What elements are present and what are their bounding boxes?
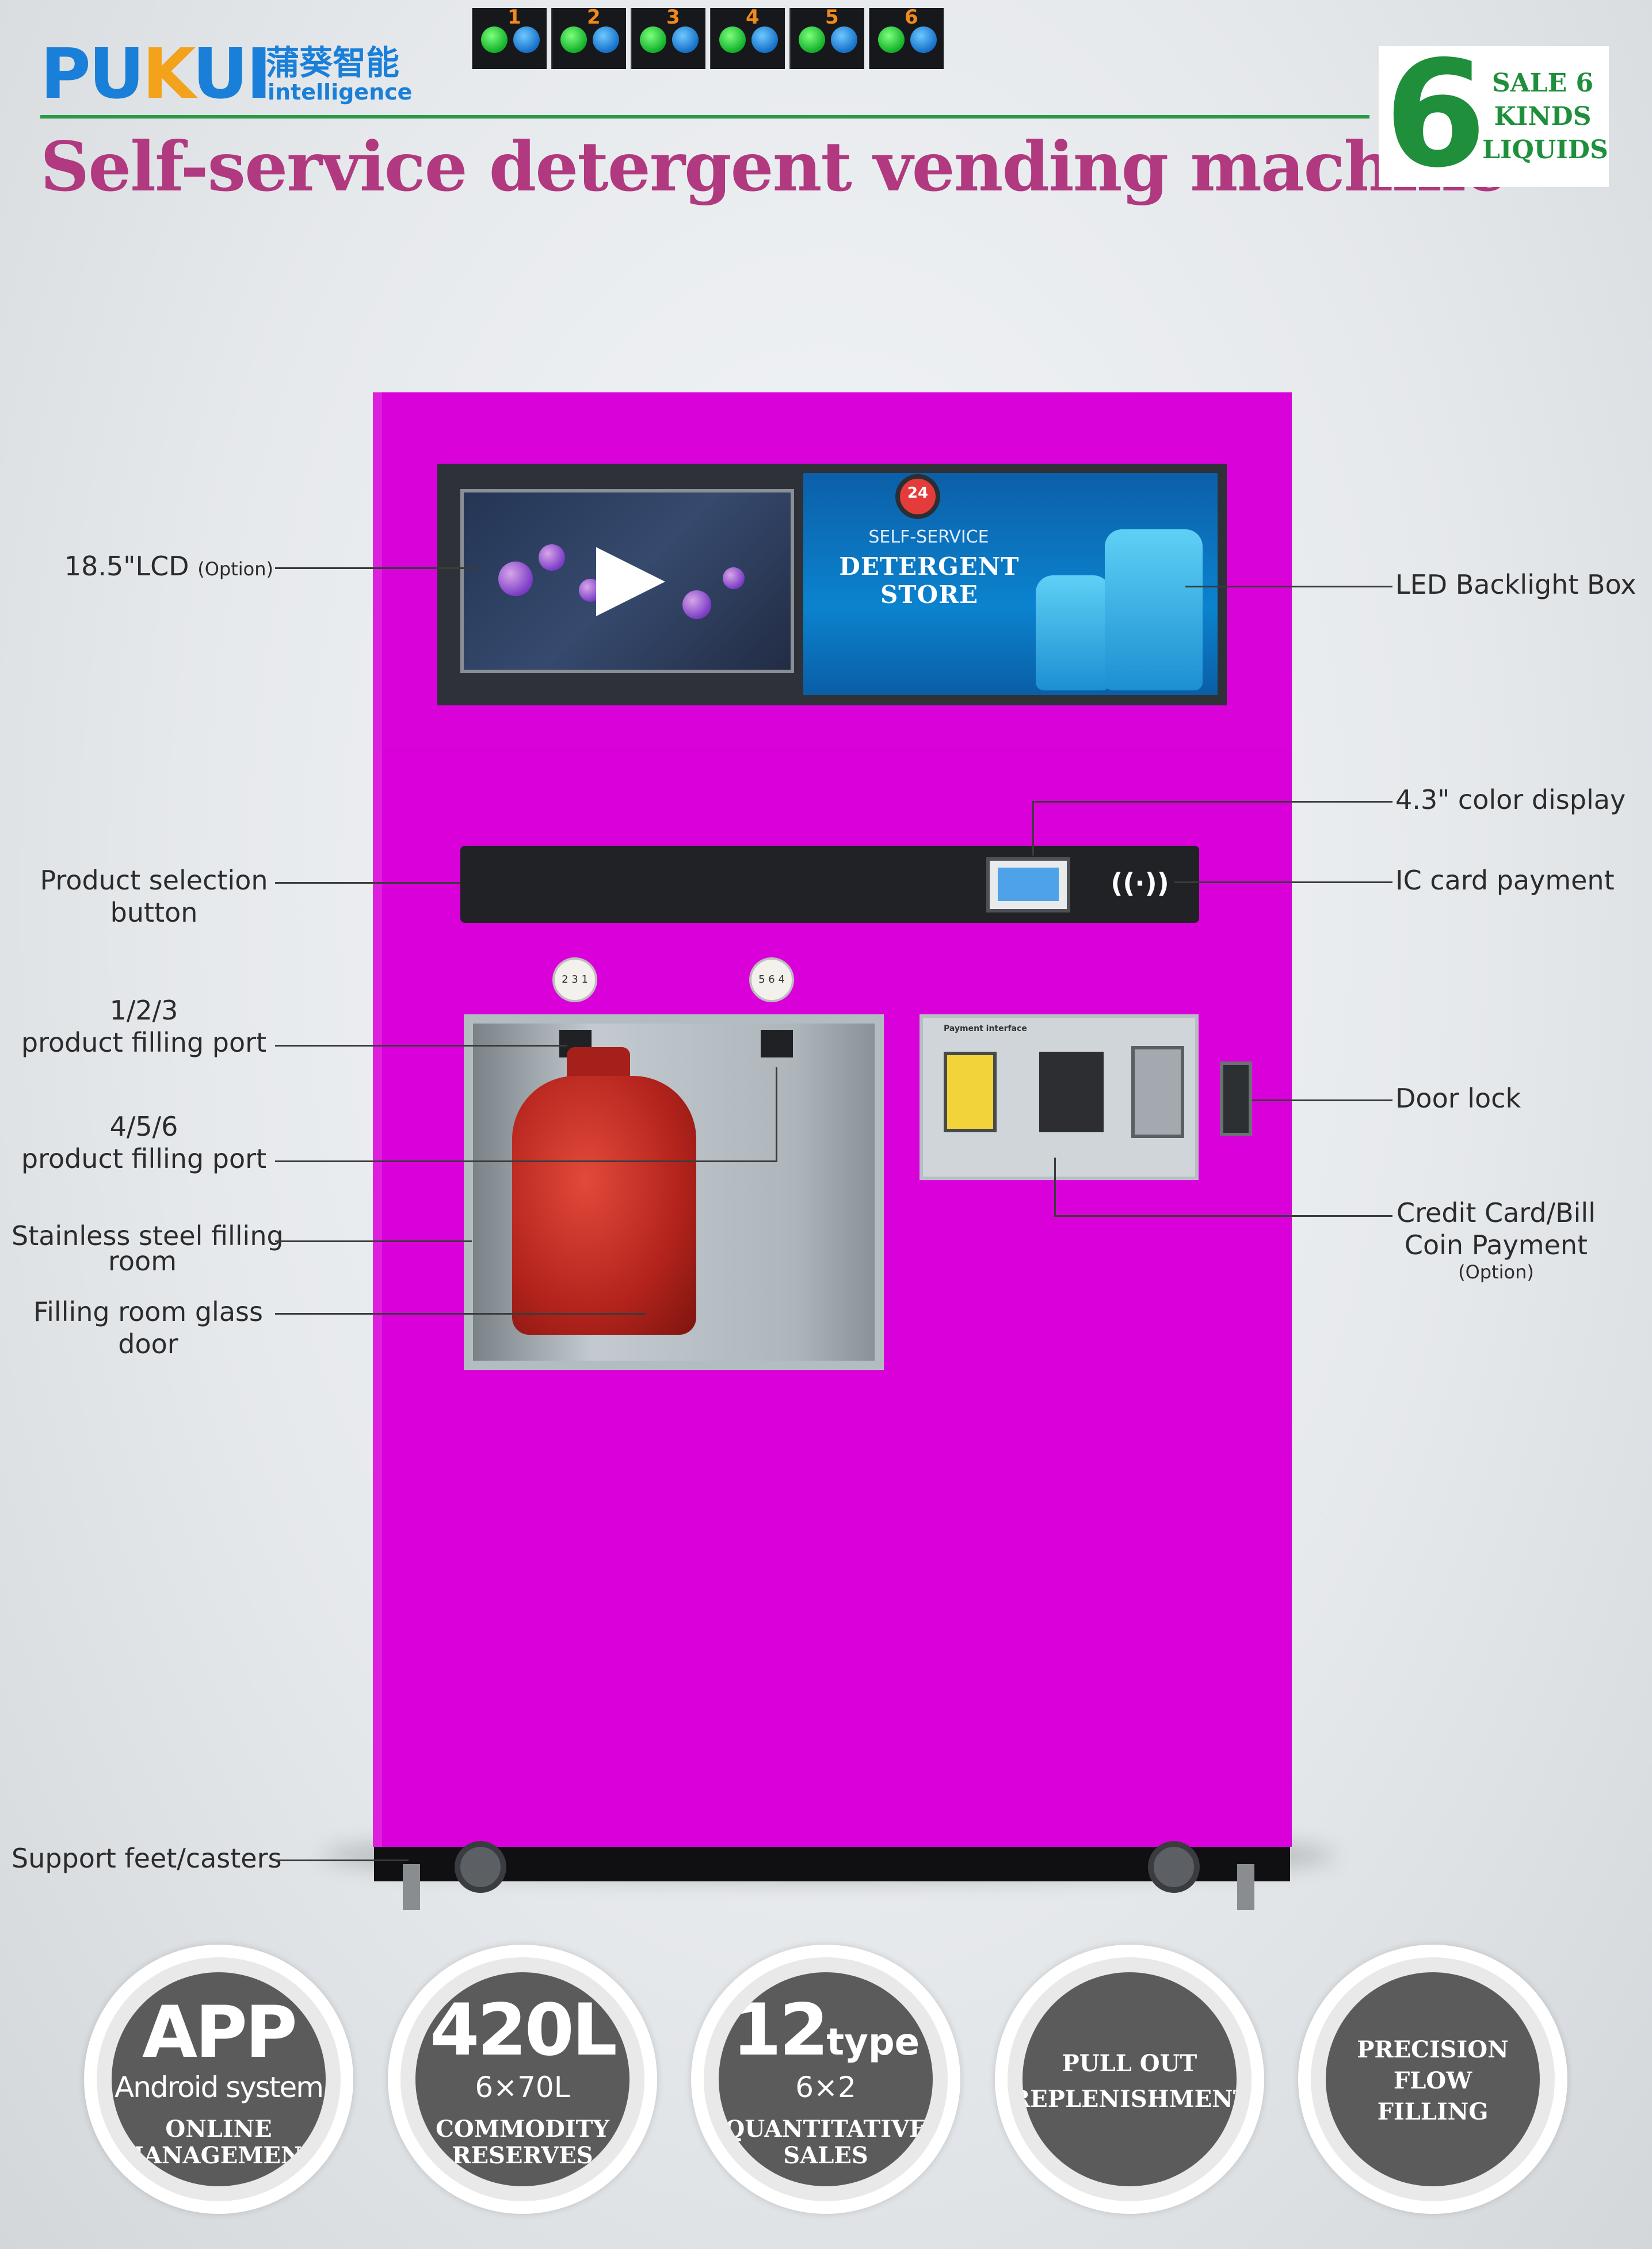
feature-reserves: 420L 6×70L COMMODITY RESERVES [388, 1945, 657, 2214]
port-label-123: 2 3 1 [552, 957, 597, 1002]
leader-line [1032, 801, 1034, 856]
badge-number: 6 [1384, 29, 1487, 200]
green-button-icon[interactable] [560, 26, 587, 53]
product-button-panel [460, 846, 1199, 923]
screen-bubble [723, 567, 745, 589]
card-reader[interactable] [944, 1052, 997, 1132]
green-button-icon[interactable] [481, 26, 508, 53]
product-button-4[interactable]: 4 [710, 6, 785, 69]
green-button-icon[interactable] [878, 26, 905, 53]
leader-line [1054, 1215, 1392, 1217]
callout-led-backlight: LED Backlight Box [1395, 569, 1636, 600]
green-button-icon[interactable] [799, 26, 825, 53]
support-foot [1237, 1864, 1254, 1910]
color-display-screen [998, 868, 1059, 901]
leader-line [275, 1859, 409, 1861]
red-detergent-bottle [512, 1076, 696, 1335]
port-label-456: 5 6 4 [749, 957, 794, 1002]
led-headline: DETERGENT STORE [839, 552, 1020, 609]
detergent-bottle-icon [1036, 575, 1111, 690]
screen-bubble [498, 562, 533, 596]
blue-button-icon[interactable] [910, 26, 937, 53]
product-button-6[interactable]: 6 [869, 6, 944, 69]
feature-app: APP Android system ONLINE MANAGEMENT [84, 1945, 353, 2214]
feature-pull-out: PULL OUT REPLENISHMENT [995, 1945, 1264, 2214]
lcd-screen [460, 489, 794, 673]
leader-line [275, 567, 481, 569]
blue-button-icon[interactable] [593, 26, 619, 53]
logo-wordmark: PUKUI [40, 35, 272, 114]
color-display[interactable] [986, 857, 1070, 912]
brand-logo: PUKUI 蒲葵智能 intelligence [40, 40, 443, 109]
blue-button-icon[interactable] [831, 26, 857, 53]
play-icon [596, 547, 665, 616]
green-button-icon[interactable] [719, 26, 746, 53]
caster-wheel [1148, 1841, 1200, 1893]
leader-line [1174, 881, 1392, 883]
support-foot [403, 1864, 420, 1910]
clock-24h-label: 24 [907, 484, 929, 502]
blue-button-icon[interactable] [672, 26, 699, 53]
screen-bubble [539, 544, 565, 571]
logo-chinese: 蒲葵智能 [266, 43, 400, 82]
header-divider [40, 115, 1369, 119]
product-button-3[interactable]: 3 [631, 6, 705, 69]
callout-door-lock: Door lock [1395, 1083, 1521, 1114]
blue-button-icon[interactable] [513, 26, 540, 53]
feature-quantitative: 12type 6×2 QUANTITATIVE SALES [691, 1945, 960, 2214]
callout-support: Support feet/casters [12, 1843, 282, 1874]
callout-color-display: 4.3" color display [1395, 784, 1626, 815]
product-button-2[interactable]: 2 [551, 6, 626, 69]
blue-button-icon[interactable] [751, 26, 778, 53]
green-button-icon[interactable] [640, 26, 666, 53]
leader-line [275, 1160, 777, 1162]
feature-precision: PRECISION FLOW FILLING [1298, 1945, 1567, 2214]
leader-line [1054, 1158, 1056, 1216]
led-subtitle: SELF-SERVICE [868, 527, 989, 547]
leader-line [1185, 586, 1392, 587]
leader-line [275, 882, 460, 884]
leader-line [275, 1313, 646, 1315]
leader-line [1032, 801, 1392, 803]
callout-ic-card: IC card payment [1395, 865, 1615, 896]
leader-line [275, 1240, 472, 1242]
caster-wheel [455, 1841, 506, 1893]
screen-bubble [682, 590, 711, 619]
callout-lcd: 18.5"LCD (Option) [64, 551, 273, 582]
filling-nozzle-456 [761, 1030, 793, 1057]
sale-badge: 6 SALE 6 KINDS LIQUIDS [1379, 35, 1609, 196]
coin-acceptor[interactable] [1131, 1046, 1184, 1138]
page-title: Self-service detergent vending machine [40, 127, 1508, 207]
clock-24h-icon [895, 474, 940, 519]
leader-line [275, 1045, 567, 1047]
product-button-1[interactable]: 1 [472, 6, 547, 69]
detergent-bottle-icon [1105, 529, 1203, 690]
cabinet-highlight [373, 392, 382, 1847]
logo-subtitle: intelligence [268, 79, 413, 105]
door-lock[interactable] [1220, 1062, 1252, 1136]
badge-text: SALE 6 KINDS LIQUIDS [1482, 68, 1608, 165]
leader-line [776, 1067, 777, 1162]
cabinet-base [374, 1847, 1290, 1881]
product-button-5[interactable]: 5 [789, 6, 864, 69]
payment-title: Payment interface [944, 1024, 1027, 1033]
leader-line [1252, 1099, 1392, 1101]
bill-acceptor[interactable] [1039, 1052, 1104, 1132]
nfc-icon: ((·)) [1111, 868, 1169, 899]
